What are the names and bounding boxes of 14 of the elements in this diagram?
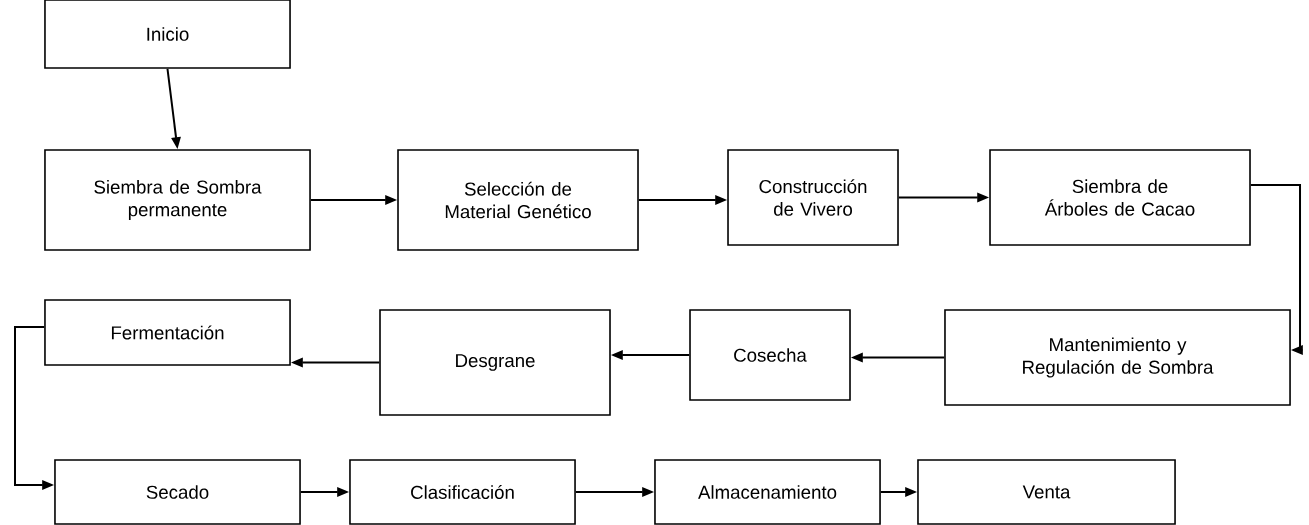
process-box: Fermentación	[44, 299, 291, 366]
process-box: Secado	[54, 459, 301, 525]
process-box: Cosecha	[689, 309, 851, 401]
arrow	[1249, 184, 1304, 355]
process-box: Construcción de Vivero	[727, 149, 899, 246]
process-box: Siembra de Árboles de Cacao	[989, 149, 1251, 246]
process-box: Almacenamiento	[654, 459, 881, 525]
process-box: Clasificación	[349, 459, 576, 525]
process-box: Siembra de Sombra permanente	[44, 149, 311, 251]
process-box: Desgrane	[379, 309, 611, 416]
process-box: Mantenimiento y Regulación de Sombra	[944, 309, 1291, 406]
process-box: Inicio	[44, 0, 291, 69]
process-box: Venta	[917, 459, 1176, 525]
process-box: Selección de Material Genético	[397, 149, 639, 251]
